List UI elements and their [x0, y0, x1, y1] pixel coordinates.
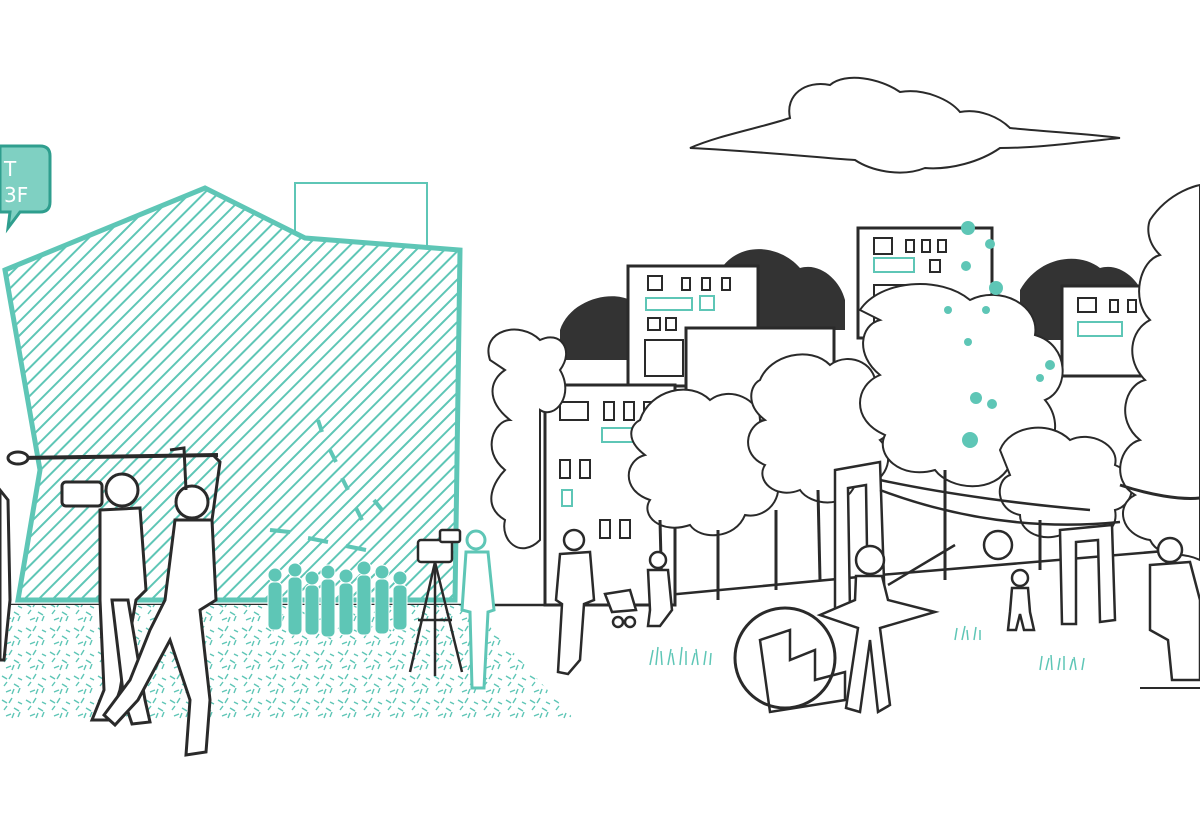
park-people	[554, 483, 1200, 715]
hatched-building	[2, 182, 463, 603]
tree-canopies	[487, 183, 1200, 601]
crowd-silhouettes	[267, 560, 408, 638]
speech-bubble-line-2: 3F	[4, 183, 28, 207]
speech-bubble: T 3F	[0, 144, 52, 234]
tripod-camera	[408, 528, 464, 676]
cloud	[689, 76, 1121, 174]
grass-tufts	[649, 625, 1085, 671]
camera-operator-teal	[460, 529, 496, 690]
teal-dots	[944, 221, 1055, 448]
film-crew	[0, 446, 222, 757]
speech-bubble-line-1: T	[3, 157, 17, 181]
